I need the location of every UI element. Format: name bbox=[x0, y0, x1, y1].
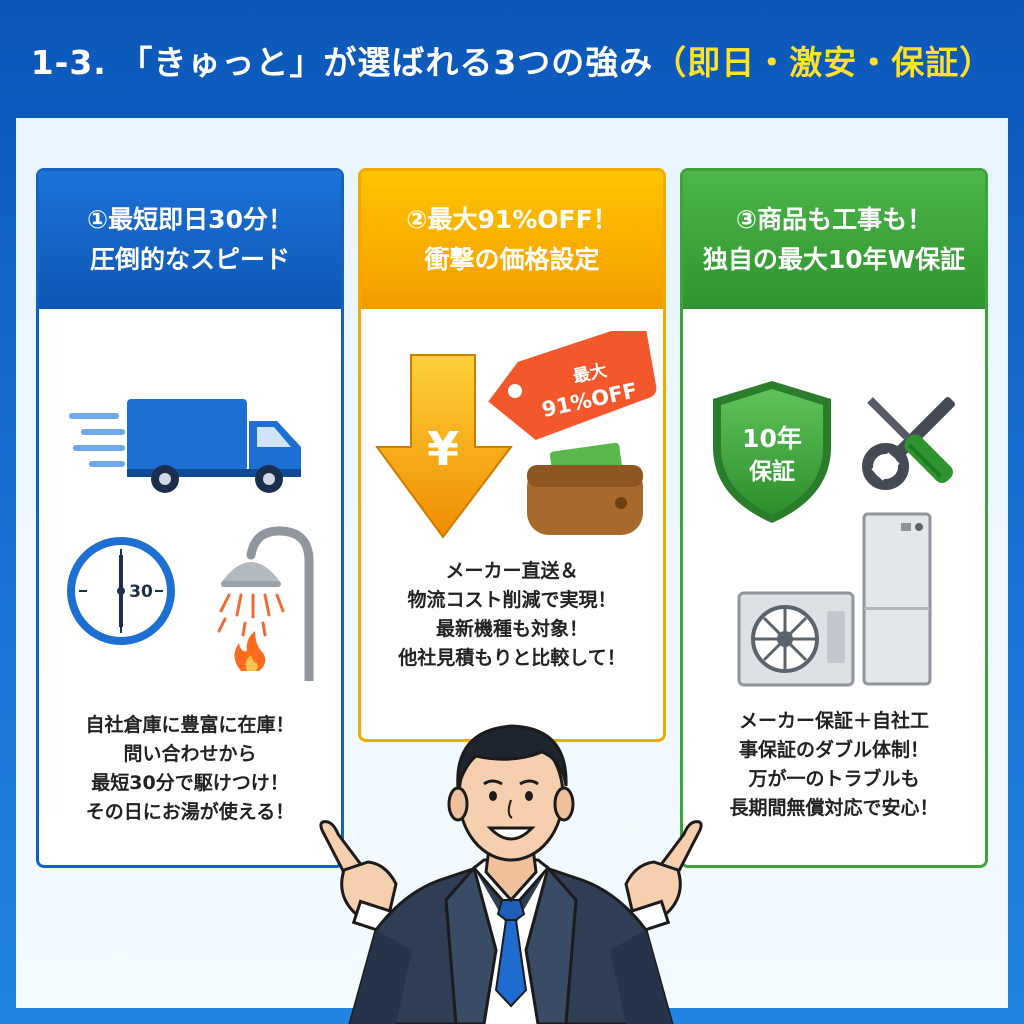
body-line: 自社倉庫に豊富に在庫！ bbox=[85, 714, 295, 736]
strength-card-speed: ①最短即日30分！ 圧倒的なスピード 30 bbox=[36, 168, 344, 868]
discount-tag-icon: 最大 91%OFF bbox=[488, 331, 657, 440]
right-hand-pointing bbox=[615, 820, 703, 939]
tools-icon bbox=[862, 396, 956, 490]
left-hand-pointing bbox=[319, 820, 407, 939]
card-header-price: ②最大91%OFF！ 衝撃の価格設定 bbox=[361, 171, 663, 309]
body-line: 長期間無償対応で安心！ bbox=[729, 797, 939, 819]
body-line: 問い合わせから bbox=[123, 743, 257, 765]
stopwatch-icon: 30 bbox=[67, 537, 175, 645]
body-line: 物流コスト削減で実現！ bbox=[407, 589, 617, 611]
page-title: 1-3. 「きゅっと」が選ばれる3つの強み（即日・激安・保証） bbox=[0, 28, 1024, 98]
card-header-speed: ①最短即日30分！ 圧倒的なスピード bbox=[39, 171, 341, 309]
body-line: 万が一のトラブルも bbox=[748, 768, 920, 790]
outdoor-unit-icon bbox=[737, 591, 855, 687]
body-line: 他社見積もりと比較して！ bbox=[398, 647, 626, 669]
wallet-icon bbox=[527, 442, 643, 535]
card-heading-line2: 圧倒的なスピード bbox=[89, 245, 290, 274]
title-main: 1-3. 「きゅっと」が選ばれる3つの強み bbox=[30, 43, 654, 82]
card-heading-line1: ①最短即日30分！ bbox=[87, 205, 293, 234]
strength-card-warranty: ③商品も工事も！ 独自の最大10年W保証 10年 保証 bbox=[680, 168, 988, 868]
shield-line1: 10年 bbox=[742, 424, 802, 453]
body-line: メーカー直送＆ bbox=[445, 560, 579, 582]
card-heading-line2: 独自の最大10年W保証 bbox=[702, 245, 966, 274]
card-heading-line1: ③商品も工事も！ bbox=[735, 205, 933, 234]
card-heading-line2: 衝撃の価格設定 bbox=[424, 245, 600, 274]
card-body-warranty: メーカー保証＋自社工 事保証のダブル体制！ 万が一のトラブルも 長期間無償対応で… bbox=[683, 707, 985, 823]
card-heading-line1: ②最大91%OFF！ bbox=[406, 205, 618, 234]
body-line: メーカー保証＋自社工 bbox=[738, 710, 929, 732]
title-highlight: （即日・激安・保証） bbox=[653, 43, 994, 82]
shower-icon bbox=[217, 526, 314, 681]
delivery-truck-icon bbox=[69, 399, 301, 493]
water-heater-tank-icon bbox=[862, 512, 932, 686]
price-down-arrow-icon: ¥ bbox=[375, 354, 514, 539]
body-line: 最短30分で駆けつけ！ bbox=[91, 772, 289, 794]
card-body-price: メーカー直送＆ 物流コスト削減で実現！ 最新機種も対象！ 他社見積もりと比較して… bbox=[361, 557, 663, 673]
body-line: その日にお湯が使える！ bbox=[85, 801, 295, 823]
body-line: 事保証のダブル体制！ bbox=[738, 739, 929, 761]
body-line: 最新機種も対象！ bbox=[435, 618, 588, 640]
warranty-shield-icon: 10年 保証 bbox=[713, 381, 831, 523]
strength-card-price: ②最大91%OFF！ 衝撃の価格設定 ¥ 最大 91%OFF メーカー直送＆ 物… bbox=[358, 168, 666, 742]
card-body-speed: 自社倉庫に豊富に在庫！ 問い合わせから 最短30分で駆けつけ！ その日にお湯が使… bbox=[39, 711, 341, 827]
card-header-warranty: ③商品も工事も！ 独自の最大10年W保証 bbox=[683, 171, 985, 309]
clock-label: 30 bbox=[129, 582, 153, 602]
yen-symbol: ¥ bbox=[427, 422, 459, 476]
businessman-illustration bbox=[319, 724, 703, 1024]
shield-line2: 保証 bbox=[748, 458, 795, 485]
